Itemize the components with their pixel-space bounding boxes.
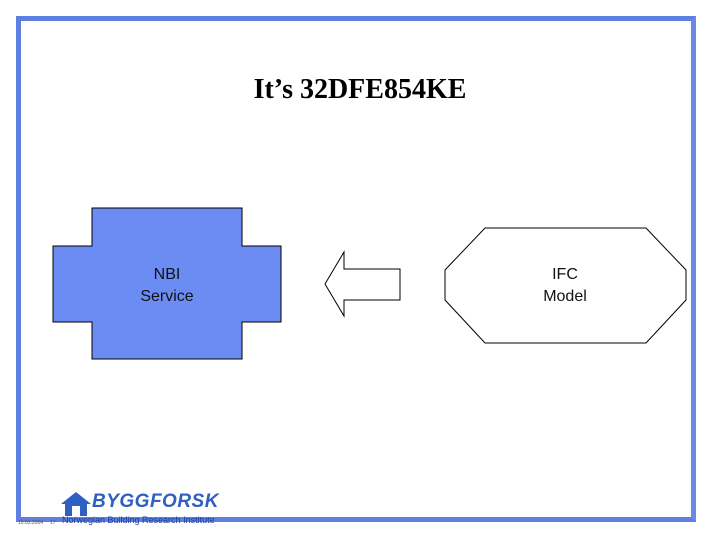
slide-title: It’s 32DFE854KE	[253, 74, 467, 105]
house-icon	[61, 492, 91, 516]
nbi-service-label-line1: NBI	[153, 266, 181, 283]
ifc-model-label-line2: Model	[543, 288, 587, 305]
footer-date: 15.03.2004	[18, 520, 44, 526]
nbi-service-shape	[52, 207, 282, 360]
arrow-left-icon	[324, 250, 401, 318]
slide-frame	[16, 16, 696, 522]
nbi-service-label-line2: Service	[140, 288, 194, 305]
logo-name: BYGGFORSK	[92, 491, 219, 512]
byggforsk-logo: BYGGFORSK Norwegian Building Research In…	[58, 491, 218, 527]
ifc-model-shape	[444, 227, 687, 344]
ifc-model-label: IFC Model	[515, 264, 615, 308]
footer-page-number: 17	[50, 520, 56, 526]
logo-subtitle: Norwegian Building Research Institute	[62, 515, 215, 525]
nbi-service-label: NBI Service	[117, 264, 217, 308]
ifc-model-label-line1: IFC	[552, 266, 578, 283]
